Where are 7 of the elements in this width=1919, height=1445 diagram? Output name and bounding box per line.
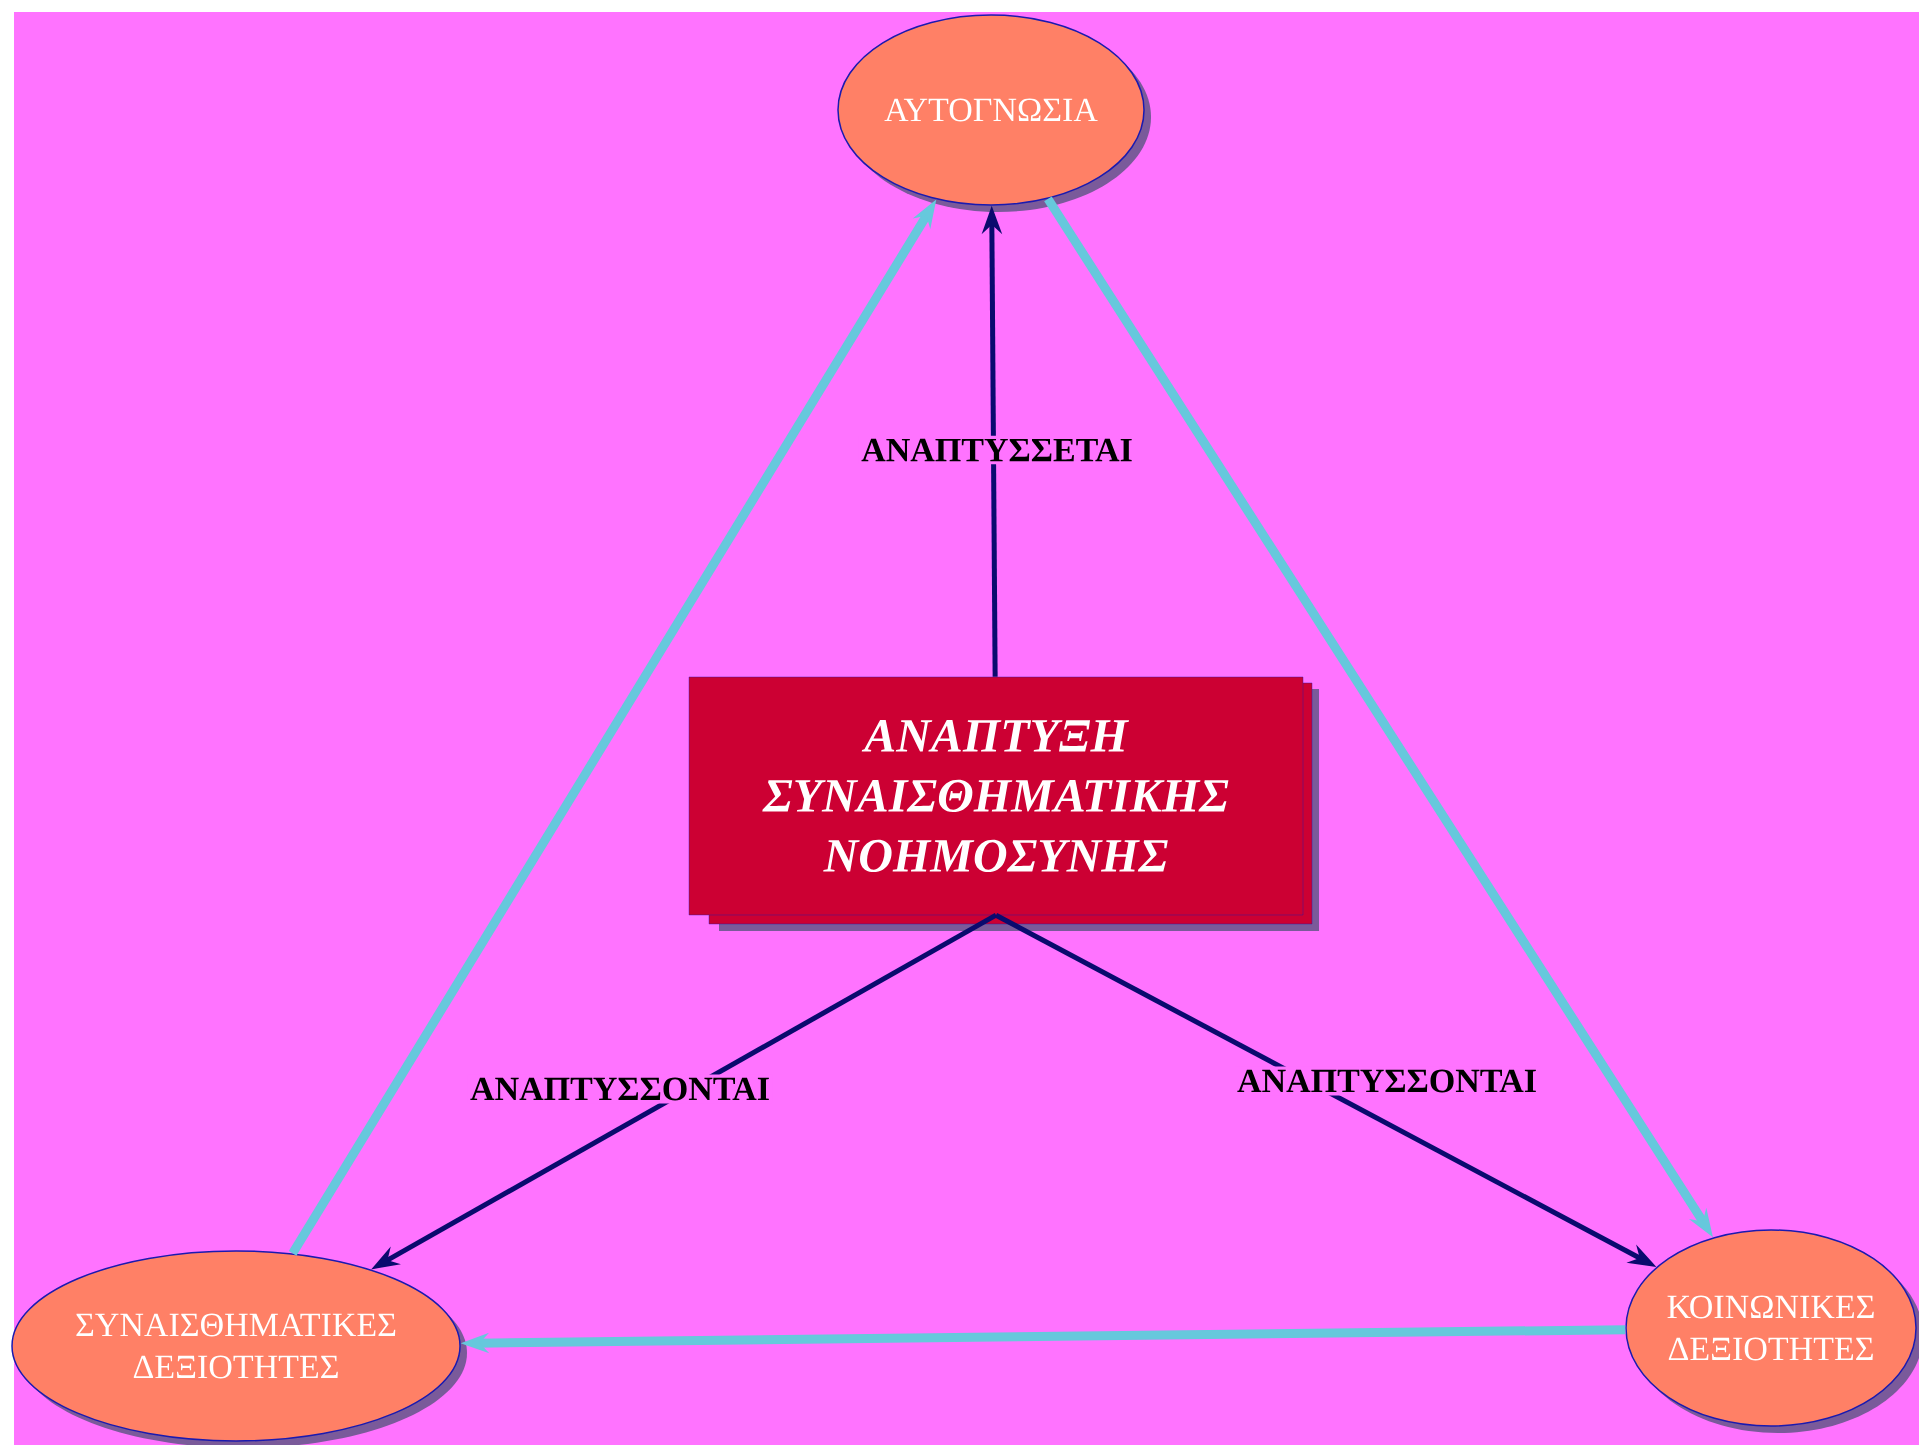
edge-label: ΑΝΑΠΤΥΣΣΕΤΑΙ bbox=[858, 435, 1136, 465]
edge-label: ΑΝΑΠΤΥΣΣΟΝΤΑΙ bbox=[1234, 1066, 1540, 1096]
edge-label: ΑΝΑΠΤΥΣΣΟΝΤΑΙ bbox=[467, 1074, 773, 1104]
ellipse-node: ΚΟΙΝΩΝΙΚΕΣ ΔΕΞΙΟΤΗΤΕΣ bbox=[1625, 1229, 1919, 1433]
ellipse-node: ΣΥΝΑΙΣΘΗΜΑΤΙΚΕΣ ΔΕΞΙΟΤΗΤΕΣ bbox=[11, 1250, 467, 1445]
ellipse-node: ΑΥΤΟΓΝΩΣΙΑ bbox=[837, 14, 1151, 212]
book-node: ΑΝΑΠΤΥΞΗ ΣΥΝΑΙΣΘΗΜΑΤΙΚΗΣ ΝΟΗΜΟΣΥΝΗΣ bbox=[688, 676, 1319, 931]
